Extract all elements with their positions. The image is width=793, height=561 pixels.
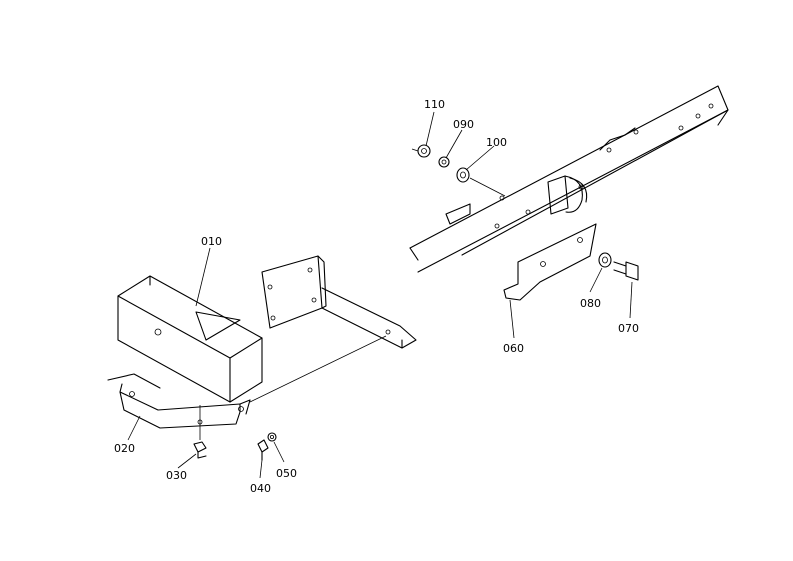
base-plate-020	[107, 373, 251, 440]
callout-020: 020	[114, 442, 135, 455]
callout-080: 080	[580, 297, 601, 310]
washer-100	[456, 167, 506, 197]
bolt-030	[193, 441, 207, 459]
callout-070: 070	[618, 322, 639, 335]
callout-060: 060	[503, 342, 524, 355]
callout-110: 110	[424, 98, 445, 111]
callout-100: 100	[486, 136, 507, 149]
callout-040: 040	[250, 482, 271, 495]
washer-050	[267, 432, 277, 442]
frame-rail	[409, 85, 729, 273]
bracket-060	[503, 223, 597, 301]
tool-box-010	[117, 275, 263, 403]
callout-050: 050	[276, 467, 297, 480]
bolt-070	[613, 261, 639, 281]
nut-110	[411, 144, 431, 158]
callout-010: 010	[201, 235, 222, 248]
bolt-040	[257, 439, 269, 461]
callout-090: 090	[453, 118, 474, 131]
washer-080	[598, 252, 612, 268]
mounting-stay	[249, 255, 417, 403]
callout-030: 030	[166, 469, 187, 482]
leader-lines	[127, 111, 633, 479]
washer-090	[438, 156, 450, 168]
